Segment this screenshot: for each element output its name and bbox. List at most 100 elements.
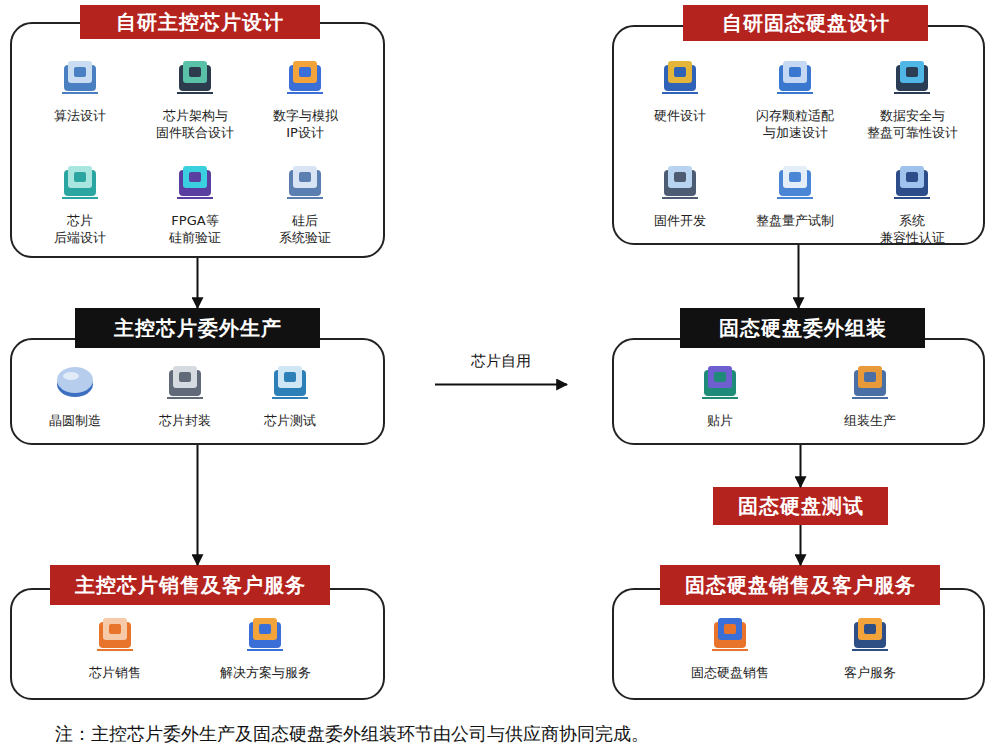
item-tile: 闪存颗粒适配 与加速设计 <box>735 55 855 141</box>
icon-shape <box>189 172 201 182</box>
item-label: 客户服务 <box>810 664 930 681</box>
item-icon <box>58 55 102 97</box>
process-box: 固态硬盘测试 <box>713 487 888 525</box>
icon-shape <box>864 624 876 634</box>
icon-shape <box>858 366 882 388</box>
icon-shape <box>62 92 98 94</box>
icon-shape <box>668 61 692 83</box>
item-label: 系统 兼容性认证 <box>852 212 972 246</box>
item-tile: 数字与模拟 IP设计 <box>245 55 365 141</box>
item-tile: 固态硬盘销售 <box>670 612 790 681</box>
item-tile: 硅后 系统验证 <box>245 160 365 246</box>
item-label: 芯片测试 <box>230 412 350 429</box>
item-label: 闪存颗粒适配 与加速设计 <box>735 107 855 141</box>
icon-shape <box>272 397 308 399</box>
section-banner: 固态硬盘委外组装 <box>680 308 925 348</box>
icon-shape <box>668 166 692 188</box>
item-icon <box>658 55 702 97</box>
item-icon <box>658 160 702 202</box>
icon-shape <box>259 624 271 634</box>
section-banner: 主控芯片委外生产 <box>75 308 320 348</box>
item-icon <box>698 360 742 402</box>
icon-shape <box>714 372 726 382</box>
section-box: 主控芯片委外生产晶圆制造芯片封装芯片测试 <box>10 338 385 445</box>
icon-shape <box>702 397 738 399</box>
item-label: 贴片 <box>660 412 780 429</box>
icon-shape <box>284 372 296 382</box>
item-label: 数字与模拟 IP设计 <box>245 107 365 141</box>
icon-shape <box>68 166 92 188</box>
item-label: 固件开发 <box>620 212 740 229</box>
icon-shape <box>662 197 698 199</box>
item-label: 硅后 系统验证 <box>245 212 365 246</box>
item-icon <box>773 160 817 202</box>
section-banner: 自研主控芯片设计 <box>80 5 320 39</box>
item-icon <box>163 360 207 402</box>
item-tile: 芯片封装 <box>125 360 245 429</box>
item-tile: 客户服务 <box>810 612 930 681</box>
icon-shape <box>852 397 888 399</box>
section-box: 自研主控芯片设计算法设计芯片架构与 固件联合设计数字与模拟 IP设计芯片 后端设… <box>10 22 385 258</box>
icon-shape <box>63 372 79 380</box>
item-tile: 贴片 <box>660 360 780 429</box>
footnote: 注：主控芯片委外生产及固态硬盘委外组装环节由公司与供应商协同完成。 <box>55 722 649 746</box>
icon-shape <box>783 61 807 83</box>
icon-shape <box>109 624 121 634</box>
icon-shape <box>906 172 918 182</box>
section-banner: 自研固态硬盘设计 <box>683 5 928 41</box>
section-box: 主控芯片销售及客户服务芯片销售解决方案与服务 <box>10 588 385 700</box>
icon-shape <box>74 172 86 182</box>
item-label: 芯片封装 <box>125 412 245 429</box>
item-icon <box>708 612 752 654</box>
icon-shape <box>900 61 924 83</box>
icon-shape <box>293 61 317 83</box>
item-label: 芯片架构与 固件联合设计 <box>135 107 255 141</box>
icon-shape <box>74 67 86 77</box>
item-icon <box>890 160 934 202</box>
icon-shape <box>858 618 882 640</box>
item-tile: 系统 兼容性认证 <box>852 160 972 246</box>
icon-shape <box>783 166 807 188</box>
icon-shape <box>173 366 197 388</box>
item-tile: 数据安全与 整盘可靠性设计 <box>852 55 972 141</box>
item-icon <box>848 360 892 402</box>
icon-shape <box>906 67 918 77</box>
icon-shape <box>864 372 876 382</box>
item-icon <box>848 612 892 654</box>
section-box: 固态硬盘委外组装贴片组装生产 <box>612 338 985 445</box>
item-tile: 固件开发 <box>620 160 740 229</box>
item-icon <box>173 55 217 97</box>
item-tile: 芯片架构与 固件联合设计 <box>135 55 255 141</box>
box-label: 固态硬盘测试 <box>738 493 864 520</box>
item-tile: 芯片 后端设计 <box>20 160 140 246</box>
icon-shape <box>97 649 133 651</box>
item-label: 晶圆制造 <box>15 412 135 429</box>
icon-shape <box>789 172 801 182</box>
item-label: 数据安全与 整盘可靠性设计 <box>852 107 972 141</box>
item-label: 硬件设计 <box>620 107 740 124</box>
icon-shape <box>68 61 92 83</box>
icon-shape <box>299 67 311 77</box>
icon-shape <box>278 366 302 388</box>
icon-shape <box>183 166 207 188</box>
flow-arrow <box>800 525 802 565</box>
item-label: 芯片 后端设计 <box>20 212 140 246</box>
icon-shape <box>900 166 924 188</box>
item-label: 固态硬盘销售 <box>670 664 790 681</box>
flow-arrow <box>197 445 199 565</box>
item-tile: 晶圆制造 <box>15 360 135 429</box>
item-icon <box>773 55 817 97</box>
icon-shape <box>674 172 686 182</box>
icon-shape <box>724 624 736 634</box>
edge-label: 芯片自用 <box>471 352 531 371</box>
icon-shape <box>299 172 311 182</box>
icon-shape <box>183 61 207 83</box>
item-icon <box>283 55 327 97</box>
item-tile: 组装生产 <box>810 360 930 429</box>
icon-shape <box>894 197 930 199</box>
icon-shape <box>62 197 98 199</box>
icon-shape <box>674 67 686 77</box>
icon-shape <box>103 618 127 640</box>
